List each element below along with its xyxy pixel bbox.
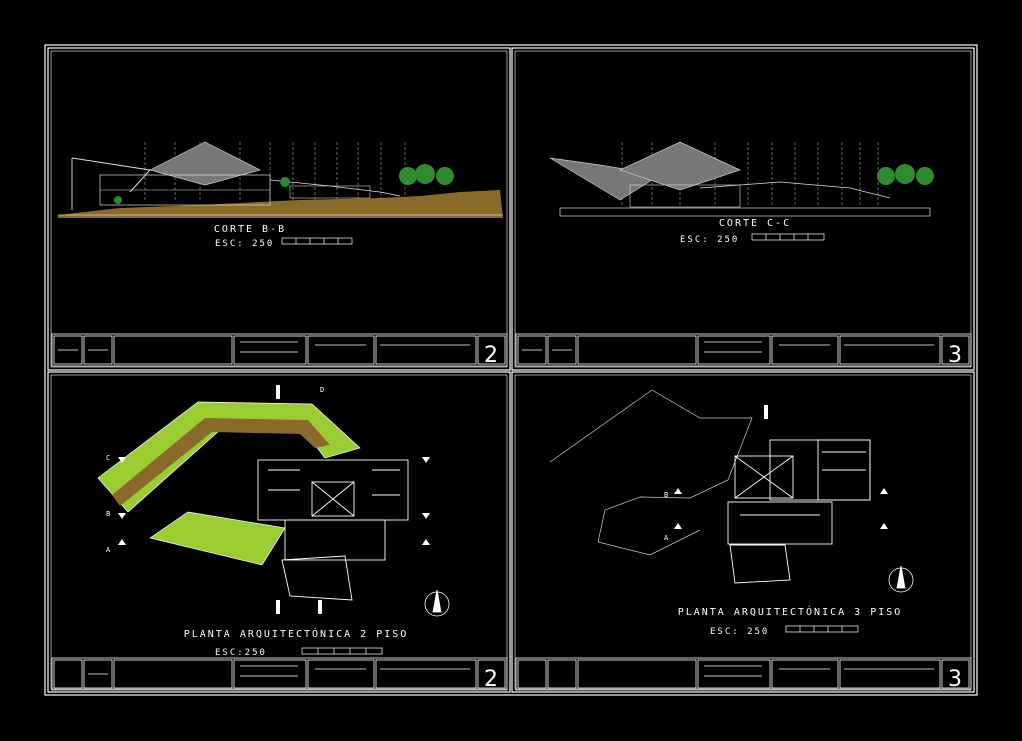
panel-corte-c-c: CORTE C-C ESC: 250 3 [511,47,975,371]
floor-plan [727,439,871,584]
drawing-title: PLANTA ARQUITECTÓNICA 2 PISO [184,627,409,640]
ground-line [559,207,931,217]
panel-border [47,371,511,693]
section-marker-a: A [664,534,670,542]
panel-planta-3-piso: B A PLANTA ARQUITECTÓNICA 3 PISO ESC: 25… [511,371,975,693]
drawing-title: CORTE C-C [719,218,791,229]
roof-outline [549,389,753,556]
sheet-number: 3 [948,343,962,368]
title-block [515,333,972,367]
walkway [112,418,330,506]
drawing-title: PLANTA ARQUITECTÓNICA 3 PISO [678,605,903,618]
sheet-number: 2 [484,343,498,368]
section-marker-b: B [106,510,112,518]
drawing-scale: ESC: 250 [680,235,739,245]
panel-corte-b-b: CORTE B-B ESC: 250 2 [47,47,511,371]
panel-planta-2-piso: C B A D PLANTA ARQUITECTÓNICA 2 PISO ESC… [47,371,511,693]
sheet-number: 2 [484,667,498,692]
scale-bar [301,647,383,655]
trees [114,164,454,204]
section-marker-c: C [106,454,112,462]
drawing-scale: ESC:250 [215,648,267,658]
sheet-number: 3 [948,667,962,692]
drawing-scale: ESC: 250 [215,239,274,249]
title-block [51,657,508,691]
drawing-scale: ESC: 250 [710,627,769,637]
north-arrow-icon [888,565,914,593]
title-block [51,333,508,367]
panel-border [511,371,975,693]
title-block [515,657,972,691]
scale-bar [751,233,825,241]
section-markers [118,385,430,614]
section-marker-a: A [106,546,112,554]
panel-border [511,47,975,371]
roof-canopy [149,141,261,186]
scale-bar [785,625,859,633]
terrain [58,190,503,218]
section-marker-b: B [664,491,670,499]
section-markers [674,405,888,529]
floor-plan [257,459,409,601]
north-arrow-icon [424,589,450,617]
panel-border [47,47,511,371]
scale-bar [281,237,353,245]
outer-border [44,44,978,696]
drawing-title: CORTE B-B [214,224,286,235]
section-marker-d: D [320,386,326,394]
trees [877,164,934,185]
